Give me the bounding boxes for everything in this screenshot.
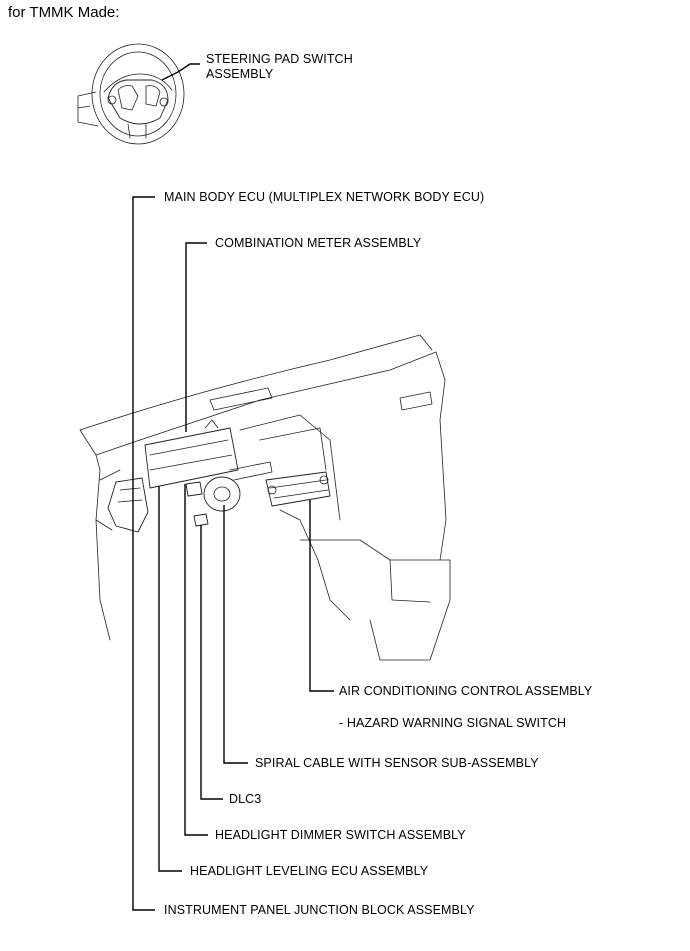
leader-air-conditioning: [309, 500, 334, 692]
leader-lines: [132, 63, 334, 911]
label-headlight-leveling: HEADLIGHT LEVELING ECU ASSEMBLY: [190, 864, 429, 878]
steering-wheel-illustration: [77, 43, 185, 145]
leader-dlc3: [200, 525, 223, 800]
leader-steering-pad: [161, 63, 200, 81]
leader-main-body-ecu: [132, 196, 155, 484]
instrument-panel-illustration: [79, 334, 451, 661]
label-combination-meter: COMBINATION METER ASSEMBLY: [215, 236, 422, 250]
label-hazard-switch: - HAZARD WARNING SIGNAL SWITCH: [339, 716, 567, 730]
label-headlight-dimmer: HEADLIGHT DIMMER SWITCH ASSEMBLY: [215, 828, 466, 842]
leader-headlight-leveling: [158, 486, 182, 872]
label-main-body-ecu: MAIN BODY ECU (MULTIPLEX NETWORK BODY EC…: [164, 190, 485, 204]
label-dlc3: DLC3: [229, 792, 262, 806]
label-junction-block: INSTRUMENT PANEL JUNCTION BLOCK ASSEMBLY: [164, 903, 475, 917]
label-steering-pad-line2: ASSEMBLY: [206, 67, 274, 81]
leader-headlight-dimmer: [184, 484, 208, 836]
page-heading: for TMMK Made:: [8, 4, 120, 21]
label-steering-pad-line1: STEERING PAD SWITCH: [206, 52, 353, 66]
leader-spiral-cable: [223, 505, 248, 764]
label-air-conditioning: AIR CONDITIONING CONTROL ASSEMBLY: [339, 684, 593, 698]
leader-combination-meter: [185, 242, 207, 432]
leader-junction-block: [132, 484, 155, 911]
label-spiral-cable: SPIRAL CABLE WITH SENSOR SUB-ASSEMBLY: [255, 756, 539, 770]
